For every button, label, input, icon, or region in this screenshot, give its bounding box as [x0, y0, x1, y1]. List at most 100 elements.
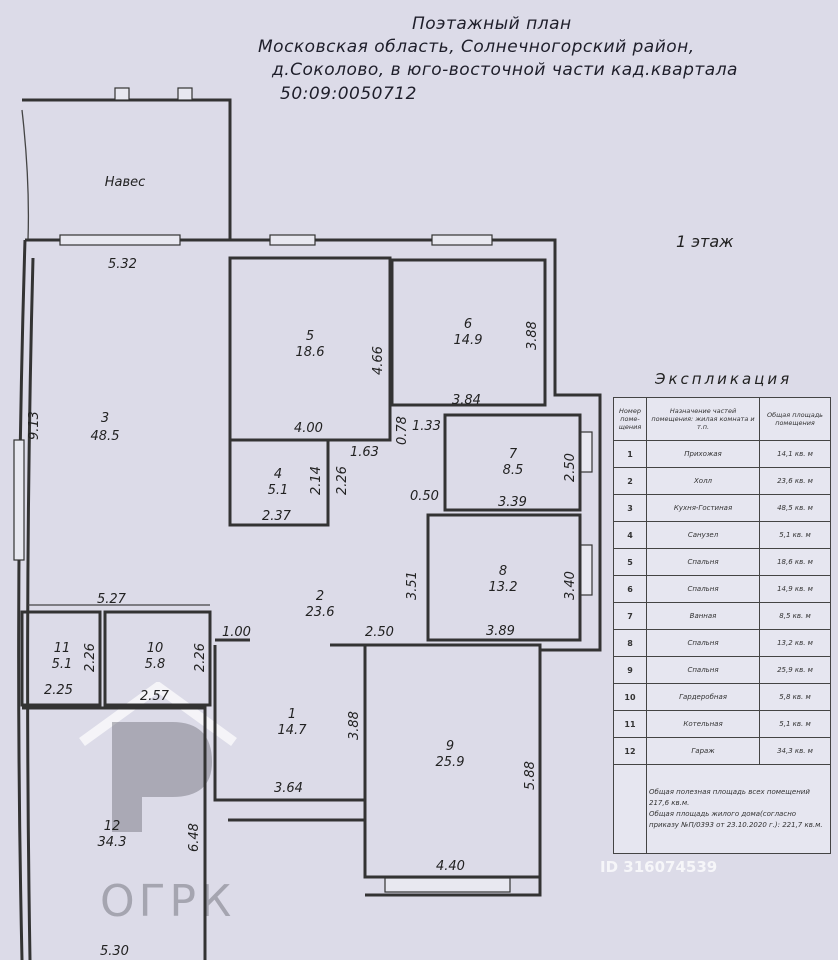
table-note-row: Общая полезная площадь всех помещений 21…	[613, 764, 831, 854]
room-number: 8	[499, 564, 507, 579]
room-area: 5.8	[145, 657, 166, 672]
cell-name: Спальня	[645, 656, 761, 684]
watermark-brand: ОГРК	[100, 876, 236, 927]
cell-name: Санузел	[645, 521, 761, 549]
cell-no: 4	[613, 521, 647, 549]
dimension: 9.13	[27, 411, 42, 440]
cell-area: 8,5 кв. м	[759, 602, 831, 630]
listing-id-watermark: ID 316074539	[600, 858, 718, 876]
floor-label: 1 этаж	[676, 232, 734, 251]
dimension: 3.39	[498, 495, 527, 510]
dimension: 2.26	[335, 466, 350, 495]
dimension: 2.57	[140, 689, 170, 704]
room-area: 5.1	[268, 483, 289, 498]
useful-area-note: Общая полезная площадь всех помещений 21…	[649, 788, 810, 807]
cell-name: Кухня-Гостиная	[645, 494, 761, 522]
room-number: 11	[54, 641, 71, 656]
room-area: 8.5	[503, 463, 524, 478]
cell-no: 9	[613, 656, 647, 684]
dimension: 0.78	[395, 416, 410, 445]
plan-address-line1: Московская область, Солнечногорский райо…	[258, 37, 695, 57]
room-area: 14.9	[454, 333, 483, 348]
window	[579, 544, 593, 596]
explication-title: Экспликация	[655, 370, 793, 388]
cell-area: 5,8 кв. м	[759, 683, 831, 711]
window	[579, 431, 593, 473]
cell-no: 8	[613, 629, 647, 657]
room-area: 18.6	[296, 345, 325, 360]
table-note: Общая полезная площадь всех помещений 21…	[646, 764, 831, 854]
room-1-walls	[213, 638, 365, 802]
room-7	[443, 413, 582, 512]
cell-name: Спальня	[645, 575, 761, 603]
room-10	[103, 610, 212, 707]
explication-table: Номер поме-щения Назначение частей помещ…	[613, 397, 831, 854]
room-area: 13.2	[489, 580, 518, 595]
cadastral-number: 50:09:0050712	[280, 84, 417, 104]
room-number: 1	[288, 707, 296, 722]
room-11	[20, 610, 102, 707]
canopy-edge	[21, 109, 30, 241]
header-area: Общая площадь помещения	[759, 397, 831, 441]
dimension: 3.84	[452, 393, 481, 408]
window	[13, 439, 25, 561]
dimension: 5.27	[97, 592, 127, 607]
dimension: 4.00	[294, 421, 323, 436]
room-area: 5.1	[52, 657, 73, 672]
room-12	[22, 706, 207, 960]
dimension: 5.32	[108, 257, 137, 272]
window	[59, 234, 181, 246]
window	[431, 234, 493, 246]
dimension: 1.33	[412, 419, 441, 434]
window	[269, 234, 316, 246]
cell-name: Ванная	[645, 602, 761, 630]
window	[384, 877, 511, 893]
cell-name: Гараж	[645, 737, 761, 765]
room-area: 34.3	[98, 835, 127, 850]
table-header: Номер поме-щения Назначение частей помещ…	[613, 397, 831, 441]
dimension: 2.50	[365, 625, 394, 640]
header-number: Номер поме-щения	[613, 397, 647, 441]
room-number: 7	[509, 447, 518, 462]
dimension: 0.50	[410, 489, 439, 504]
room-labels: 5 18.6 6 14.9 3 48.5 4 5.1 7 8.5 8 13.2 …	[52, 175, 524, 850]
dimension: 2.26	[193, 643, 208, 672]
canopy-post	[114, 87, 130, 101]
cell-area: 48,5 кв. м	[759, 494, 831, 522]
cell-name: Котельная	[645, 710, 761, 738]
room-number: 12	[104, 819, 121, 834]
dimension: 4.66	[371, 346, 386, 375]
dimension: 3.89	[486, 624, 515, 639]
header-purpose: Назначение частей помещения: жилая комна…	[645, 397, 761, 441]
cell-no: 6	[613, 575, 647, 603]
dimension: 5.30	[100, 944, 129, 959]
dimension: 2.50	[563, 453, 578, 482]
cell-area: 14,1 кв. м	[759, 440, 831, 468]
room-number: 3	[101, 411, 109, 426]
room-number: 2	[316, 589, 324, 604]
room-8	[426, 513, 582, 642]
room-number: 9	[446, 739, 454, 754]
dimension: 2.25	[44, 683, 73, 698]
cell-area: 14,9 кв. м	[759, 575, 831, 603]
dimension: 3.40	[563, 571, 578, 600]
ogrk-logo-watermark	[79, 682, 237, 832]
cell-no: 11	[613, 710, 647, 738]
room-area: 14.7	[278, 723, 308, 738]
room-area: 25.9	[436, 755, 465, 770]
cell-no: 3	[613, 494, 647, 522]
dimension-labels: 5.32 9.13 4.66 4.00 3.88 3.84 1.33 0.78 …	[27, 257, 578, 959]
room-area: 48.5	[91, 429, 120, 444]
canopy-outline	[22, 98, 232, 240]
cell-no: 2	[613, 467, 647, 495]
exterior-wall-left	[17, 239, 27, 960]
